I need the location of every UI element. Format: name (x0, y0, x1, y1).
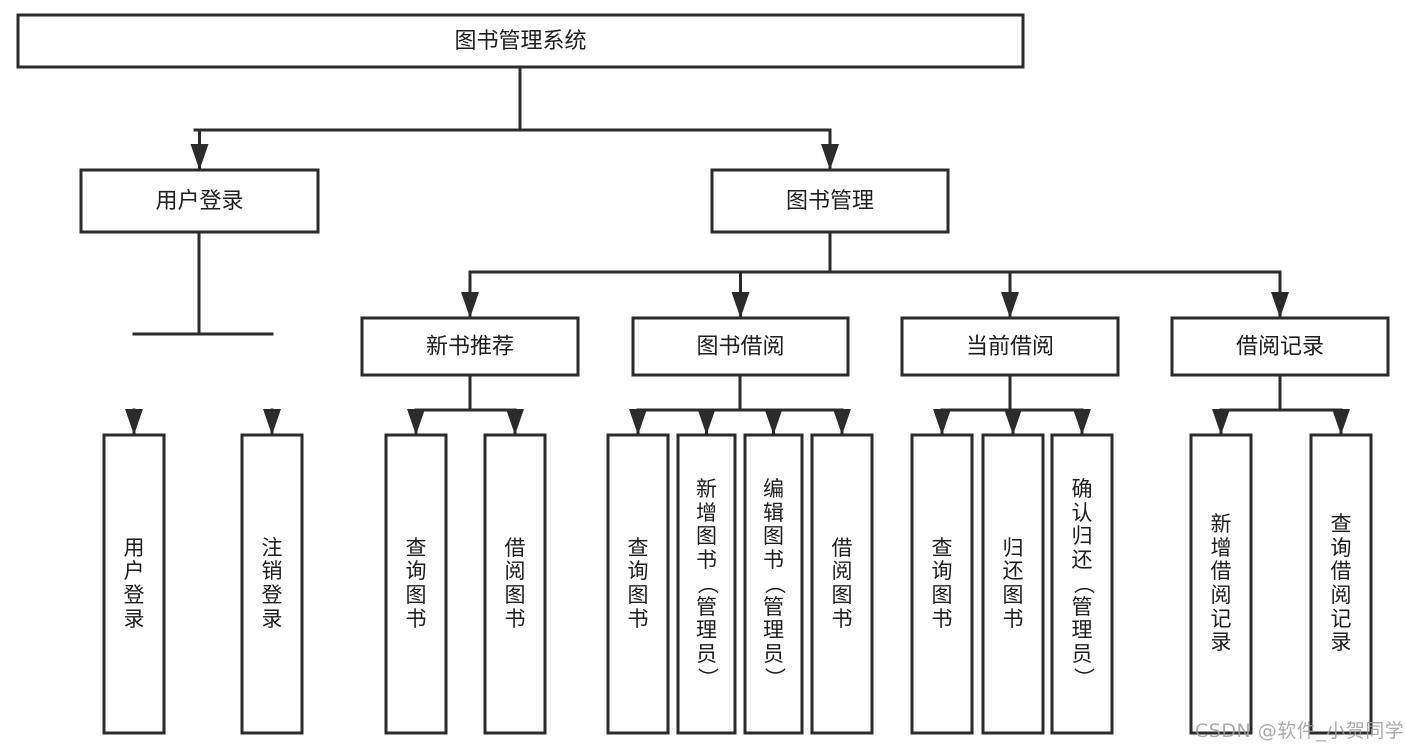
arrow-head-icon (190, 144, 209, 170)
arrow-head-icon (933, 409, 951, 435)
arrow-head-icon (461, 292, 479, 318)
arrow-head-icon (697, 409, 716, 435)
leaf-box-leaf-query-book-3[interactable] (910, 433, 974, 735)
node-box-book-borrow[interactable] (631, 316, 850, 377)
arrow-head-icon (833, 409, 851, 435)
connector-layer (125, 65, 1350, 437)
arrow-head-icon (1073, 409, 1091, 435)
node-label-borrow-record: 借阅记录 (1236, 335, 1324, 360)
csdn-watermark: CSDN @软件_小贺同学 (1195, 720, 1405, 742)
leaf-box-leaf-query-book-2[interactable] (606, 433, 670, 735)
leaf-box-leaf-borrow-book-1[interactable] (483, 433, 547, 735)
node-box-new-book-recommend[interactable] (360, 316, 580, 377)
arrow-head-icon (1001, 292, 1019, 318)
arrow-head-icon (407, 409, 425, 435)
arrow-head-icon (125, 409, 143, 435)
arrow-head-icon (821, 144, 839, 170)
node-label-book-manage: 图书管理 (786, 189, 874, 214)
node-label-current-borrow: 当前借阅 (966, 335, 1054, 360)
leaf-box-leaf-logout[interactable] (240, 433, 304, 735)
arrow-head-icon (764, 409, 783, 435)
node-box-current-borrow[interactable] (900, 316, 1120, 377)
node-label-new-book-recommend: 新书推荐 (426, 335, 514, 360)
node-label-root: 图书管理系统 (454, 29, 586, 54)
leaf-box-leaf-query-record[interactable] (1309, 433, 1373, 735)
leaf-box-leaf-confirm-return[interactable] (1050, 433, 1114, 735)
arrow-head-icon (263, 409, 281, 435)
arrow-head-icon (1212, 409, 1230, 435)
arrow-head-icon (629, 409, 647, 435)
node-box-layer (16, 13, 1390, 735)
leaf-box-leaf-user-login[interactable] (102, 433, 166, 735)
leaf-box-leaf-add-record[interactable] (1189, 433, 1253, 735)
node-box-root[interactable] (16, 13, 1025, 69)
node-box-book-manage[interactable] (710, 168, 950, 234)
node-label-user-login: 用户登录 (155, 189, 243, 214)
node-box-borrow-record[interactable] (1170, 316, 1390, 377)
arrow-head-icon (731, 292, 750, 318)
node-label-book-borrow: 图书借阅 (696, 335, 784, 360)
leaf-box-leaf-add-book[interactable] (676, 433, 737, 735)
leaf-box-leaf-return-book[interactable] (981, 433, 1045, 735)
arrow-head-icon (1004, 409, 1022, 435)
node-box-user-login[interactable] (79, 168, 320, 234)
leaf-box-leaf-borrow-book-2[interactable] (810, 433, 874, 735)
arrow-head-icon (1271, 292, 1289, 318)
leaf-box-leaf-edit-book[interactable] (743, 433, 804, 735)
arrow-head-icon (1332, 409, 1350, 435)
arrow-head-icon (506, 409, 524, 435)
leaf-box-leaf-query-book-1[interactable] (384, 433, 448, 735)
